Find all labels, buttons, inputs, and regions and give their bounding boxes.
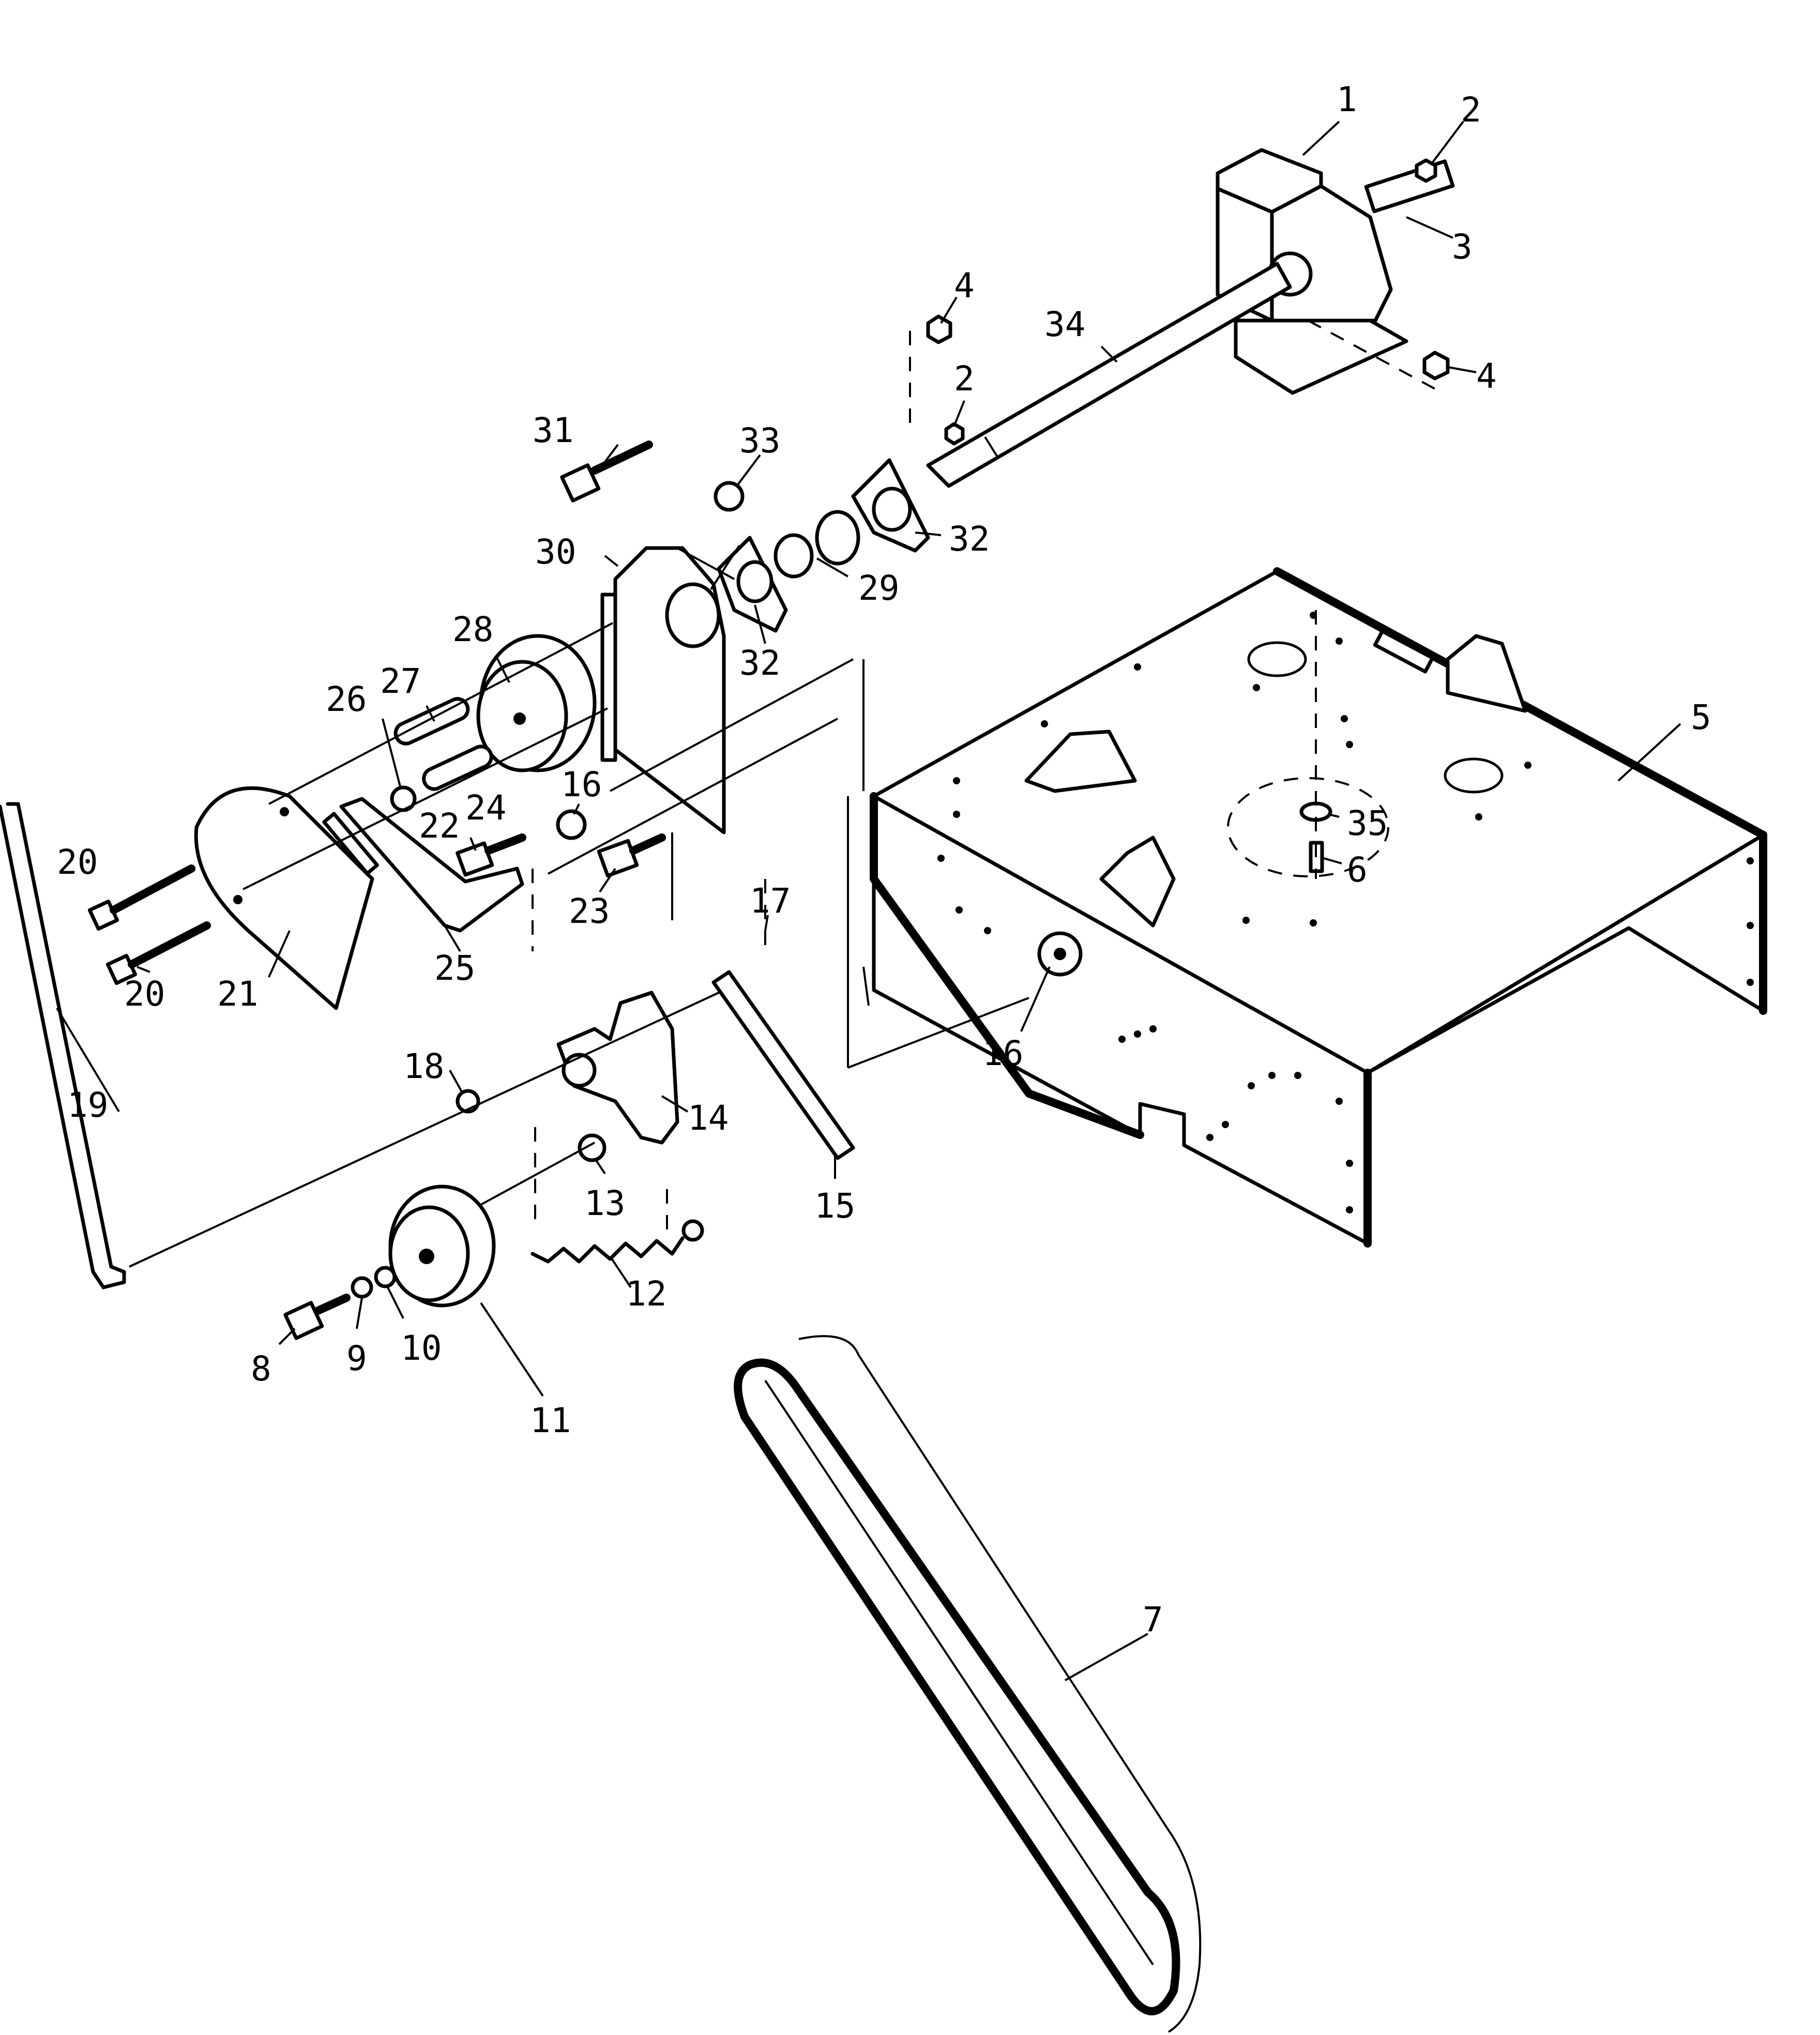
callout-28: 28 [452, 610, 493, 649]
bolt-8 [283, 1294, 351, 1340]
callout-30: 30 [535, 532, 576, 572]
callout-34: 34 [1044, 305, 1085, 344]
callout-1: 1 [1337, 80, 1357, 119]
callout-14: 14 [688, 1098, 729, 1138]
callout-3: 3 [1452, 227, 1473, 267]
bolt-22 [456, 833, 526, 877]
bolt-20a [87, 864, 195, 931]
rod-15 [711, 970, 855, 1160]
callout-32b: 32 [739, 643, 780, 683]
callout-20a: 20 [57, 842, 98, 882]
callout-25: 25 [434, 948, 475, 988]
idler-pulley-11 [388, 1184, 496, 1308]
nut-33 [714, 481, 745, 512]
callout-20b: 20 [124, 974, 165, 1014]
callout-33: 33 [739, 421, 780, 461]
callout-16b: 16 [982, 1034, 1023, 1073]
callout-2: 2 [1461, 90, 1481, 130]
callout-17: 17 [750, 881, 791, 921]
hardware-nut-2b [944, 422, 965, 446]
bolt-20b [105, 921, 211, 985]
deck-plate [870, 567, 1767, 1248]
callout-leaders [56, 120, 1681, 1681]
belt-guard-21 [194, 786, 374, 1010]
callout-29: 29 [858, 568, 899, 608]
nut-13 [578, 1133, 606, 1162]
flange-bearing-32b [717, 536, 788, 633]
bolt-31 [560, 441, 653, 503]
callout-7: 7 [1143, 1600, 1163, 1639]
callout-2b: 2 [954, 359, 975, 399]
callout-9: 9 [346, 1339, 367, 1378]
gearbox-assembly [926, 148, 1455, 488]
v-belt-7 [734, 1335, 1202, 2033]
washer-9 [351, 1276, 373, 1299]
callout-13: 13 [584, 1183, 625, 1223]
callout-5: 5 [1691, 697, 1711, 737]
callout-35: 35 [1347, 803, 1388, 843]
hardware-nut-4a [926, 314, 952, 344]
rod-19 [0, 802, 126, 1289]
callout-24: 24 [465, 788, 506, 828]
pulley-28 [476, 634, 597, 772]
callout-16a: 16 [561, 765, 602, 804]
callout-21: 21 [217, 974, 258, 1014]
bracket-plate-30 [600, 546, 726, 834]
callout-22: 22 [419, 806, 460, 846]
spring-12 [530, 1219, 704, 1264]
nut-16a [556, 809, 587, 840]
hardware-nut-4b [1422, 351, 1450, 381]
callout-15: 15 [814, 1186, 855, 1226]
callout-4b: 4 [1476, 356, 1497, 396]
callout-labels: 1 2 3 4 34 4 2 31 33 32 30 29 28 32 27 2… [57, 80, 1711, 1639]
callout-6: 6 [1347, 850, 1368, 890]
bolt-23 [597, 833, 666, 878]
bearing-29 [774, 510, 860, 579]
washer-10 [374, 1266, 397, 1288]
callout-23: 23 [569, 891, 610, 931]
idler-arm-14 [556, 991, 679, 1145]
callout-8: 8 [251, 1349, 271, 1389]
callout-4: 4 [954, 266, 975, 306]
callout-32a: 32 [949, 519, 990, 559]
callout-27: 27 [380, 661, 421, 701]
callout-12: 12 [626, 1274, 666, 1314]
bracket-25 [322, 797, 524, 933]
callout-31: 31 [533, 411, 573, 450]
callout-10: 10 [401, 1328, 442, 1368]
callout-19: 19 [67, 1085, 108, 1125]
assembly-lines [129, 544, 1029, 1268]
callout-18: 18 [403, 1046, 444, 1086]
callout-26: 26 [326, 679, 367, 719]
flange-bearing-32a [851, 458, 930, 553]
hardware-nut-2a [1415, 158, 1437, 183]
callout-11: 11 [530, 1401, 571, 1440]
pin-24 [422, 745, 493, 791]
